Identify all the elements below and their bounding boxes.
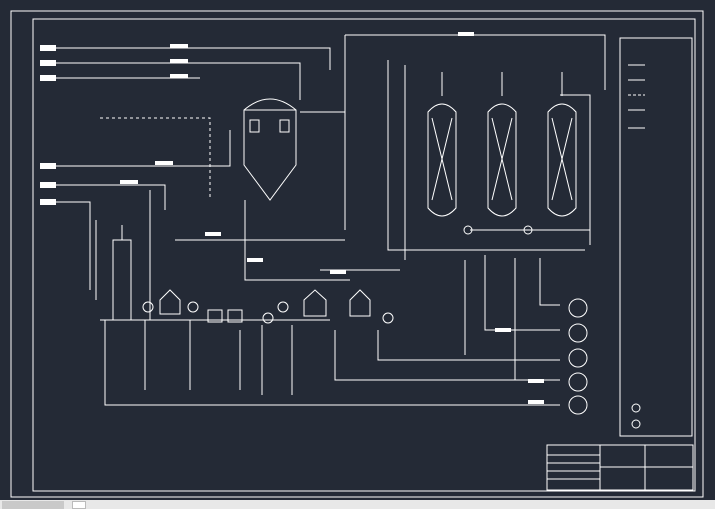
- pump-4: [277, 301, 289, 313]
- inner-frame: [32, 18, 696, 492]
- spray-tower: [243, 98, 297, 201]
- vessel-3: [349, 289, 371, 317]
- legend-box: [619, 37, 693, 437]
- outlet-tanks: [568, 298, 588, 415]
- add-tab-button[interactable]: [72, 501, 86, 509]
- adsorber-1: [427, 103, 457, 217]
- inlet-line-2: [44, 62, 301, 100]
- pump-3: [262, 312, 274, 324]
- pump-5: [382, 312, 394, 324]
- top-header: [345, 34, 606, 90]
- model-tab[interactable]: [2, 501, 64, 509]
- outer-frame: [10, 10, 704, 498]
- dashed-control-line: [100, 117, 211, 200]
- adsorber-3: [547, 103, 577, 217]
- column-left: [112, 239, 132, 321]
- pump-2: [187, 301, 199, 313]
- vessel-1: [159, 289, 181, 315]
- adsorber-2: [487, 103, 517, 217]
- vessel-2: [303, 289, 327, 317]
- bottom-status-bar: [0, 500, 715, 509]
- legend-line-samples: [628, 64, 645, 129]
- pump-1: [142, 301, 154, 313]
- inlet-line-1: [44, 47, 331, 70]
